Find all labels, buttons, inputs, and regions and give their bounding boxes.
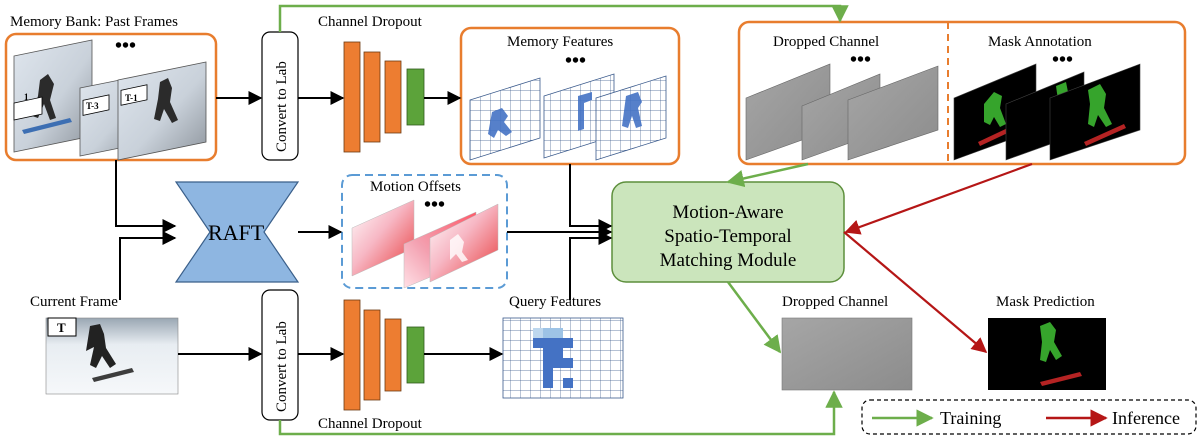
frame-tag-t3: T-3 [82,94,110,116]
matching-module: Motion-Aware Spatio-Temporal Matching Mo… [611,181,845,283]
module-line2: Spatio-Temporal [664,226,791,247]
query-feature-grid [502,317,624,399]
memory-feature-grid-1 [469,77,541,161]
motion-offsets-ellipsis: ••• [424,194,445,216]
mask-annotation-stack [953,63,1141,161]
current-frame-tag: T [47,317,77,337]
dropped-channel-output [781,317,913,391]
memory-bank-title: Memory Bank: Past Frames [10,14,178,30]
frame-tag-t1: T-1 [120,84,148,106]
convert-to-lab-top: Convert to Lab [261,31,299,161]
svg-text:T: T [57,320,66,335]
svg-text:Convert to Lab: Convert to Lab [274,61,290,152]
mask-prediction-output [988,318,1106,390]
convert-to-lab-bottom: Convert to Lab [261,289,299,421]
svg-text:1: 1 [24,92,29,102]
memory-feature-grid-3 [595,75,667,161]
training-connectors [278,4,849,436]
mask-annotation-ellipsis: ••• [1052,49,1073,71]
supervision-box [737,20,1187,166]
optical-flow-maps [351,199,499,289]
mask-prediction-title: Mask Prediction [996,294,1095,310]
channel-dropout-label-bottom: Channel Dropout [318,416,423,432]
memory-features-title: Memory Features [507,34,613,50]
dropped-channel-title-bottom: Dropped Channel [782,294,888,310]
raft-label: RAFT [208,220,265,245]
current-frame-title: Current Frame [30,294,118,310]
frame-tag-1: 1 [13,92,43,121]
legend: Training Inference [861,399,1197,435]
legend-inference-label: Inference [1112,408,1180,428]
svg-text:T-3: T-3 [86,101,99,111]
encoder-bottom [343,299,425,411]
memory-bank-ellipsis: ••• [115,35,136,57]
encoder-top [343,41,425,153]
svg-text:Convert to Lab: Convert to Lab [274,321,290,412]
module-line1: Motion-Aware [672,202,783,223]
channel-dropout-label-top: Channel Dropout [318,14,423,30]
svg-text:T-1: T-1 [125,93,138,103]
memory-features-ellipsis: ••• [565,50,586,72]
raft-block: RAFT [174,181,300,283]
past-frame-t1 [117,61,207,161]
module-line3: Matching Module [660,250,797,271]
black-connectors [115,91,613,361]
query-features-title: Query Features [509,294,601,310]
dropped-channel-ellipsis: ••• [850,49,871,71]
dropped-channel-stack [745,63,939,161]
motion-offsets-title: Motion Offsets [370,179,461,195]
dropped-channel-title-top: Dropped Channel [773,34,879,50]
mask-annotation-title: Mask Annotation [988,34,1092,50]
past-frame-1 [13,39,93,153]
inference-connectors [843,162,1033,353]
motion-offsets-box [341,174,508,289]
legend-training-label: Training [940,408,1001,428]
